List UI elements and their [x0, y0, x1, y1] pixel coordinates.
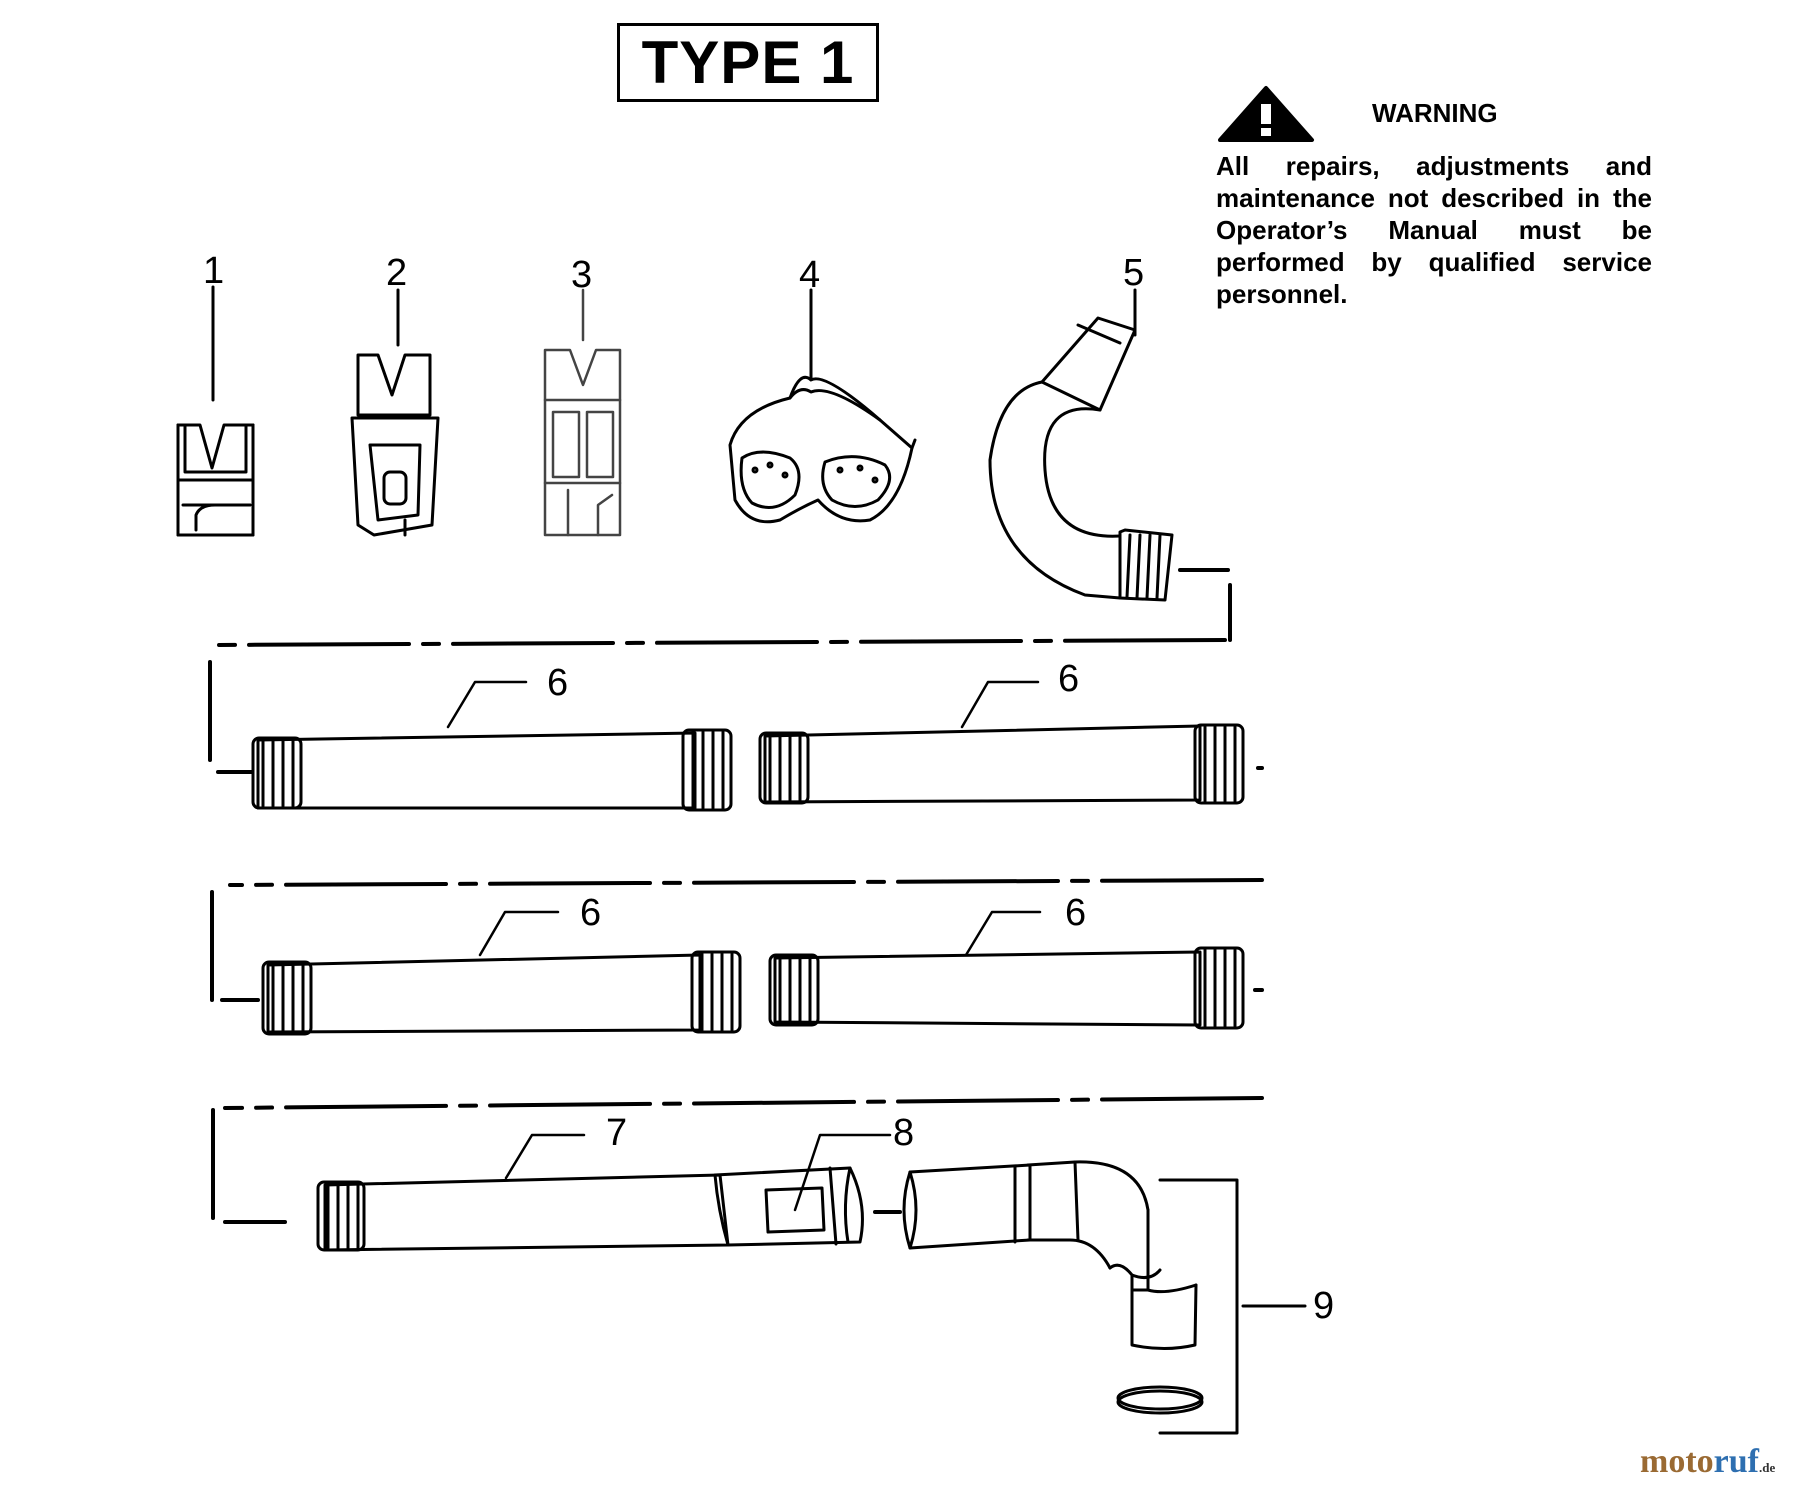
- callout-1: 1: [203, 250, 225, 292]
- part-6-tube-b: [758, 723, 1245, 805]
- warning-block: WARNING All repairs, adjustments and mai…: [1216, 84, 1652, 310]
- part-4-goggles: [728, 288, 917, 524]
- part-6-tube-c: [261, 950, 742, 1036]
- connection-lines: [208, 638, 1264, 1224]
- part-6-tube-d: [768, 946, 1245, 1030]
- watermark-suffix: .de: [1758, 1460, 1776, 1475]
- warning-triangle-icon: [1218, 86, 1314, 142]
- part-1-nozzle: [176, 285, 255, 537]
- part-6-tube-a: [251, 728, 733, 812]
- part-2-concentrator: [350, 288, 440, 537]
- callout-6b: 6: [1058, 658, 1080, 700]
- part-9-elbow: [902, 1160, 1307, 1435]
- callout-5: 5: [1123, 252, 1145, 294]
- callout-2: 2: [386, 252, 408, 294]
- callout-8: 8: [893, 1112, 915, 1154]
- diagram-title: TYPE 1: [617, 23, 879, 102]
- callout-3: 3: [571, 254, 593, 296]
- warning-text: All repairs, adjustments and maintenance…: [1216, 151, 1652, 309]
- watermark-part2: ruf: [1713, 1443, 1759, 1480]
- part-3-nozzle: [543, 288, 622, 537]
- part-5-elbow: [988, 288, 1232, 642]
- part-7-tube: [316, 1166, 864, 1252]
- callout-6d: 6: [1065, 892, 1087, 934]
- callout-9: 9: [1313, 1285, 1335, 1327]
- callout-6c: 6: [580, 892, 602, 934]
- leader-lines: [446, 680, 1042, 1212]
- watermark-part1: moto: [1640, 1443, 1714, 1480]
- callout-7: 7: [606, 1112, 628, 1154]
- callout-6a: 6: [547, 662, 569, 704]
- watermark-logo: motoruf.de: [1640, 1443, 1775, 1481]
- callout-4: 4: [799, 254, 821, 296]
- warning-header: WARNING: [1216, 84, 1652, 142]
- warning-heading: WARNING: [1372, 97, 1498, 128]
